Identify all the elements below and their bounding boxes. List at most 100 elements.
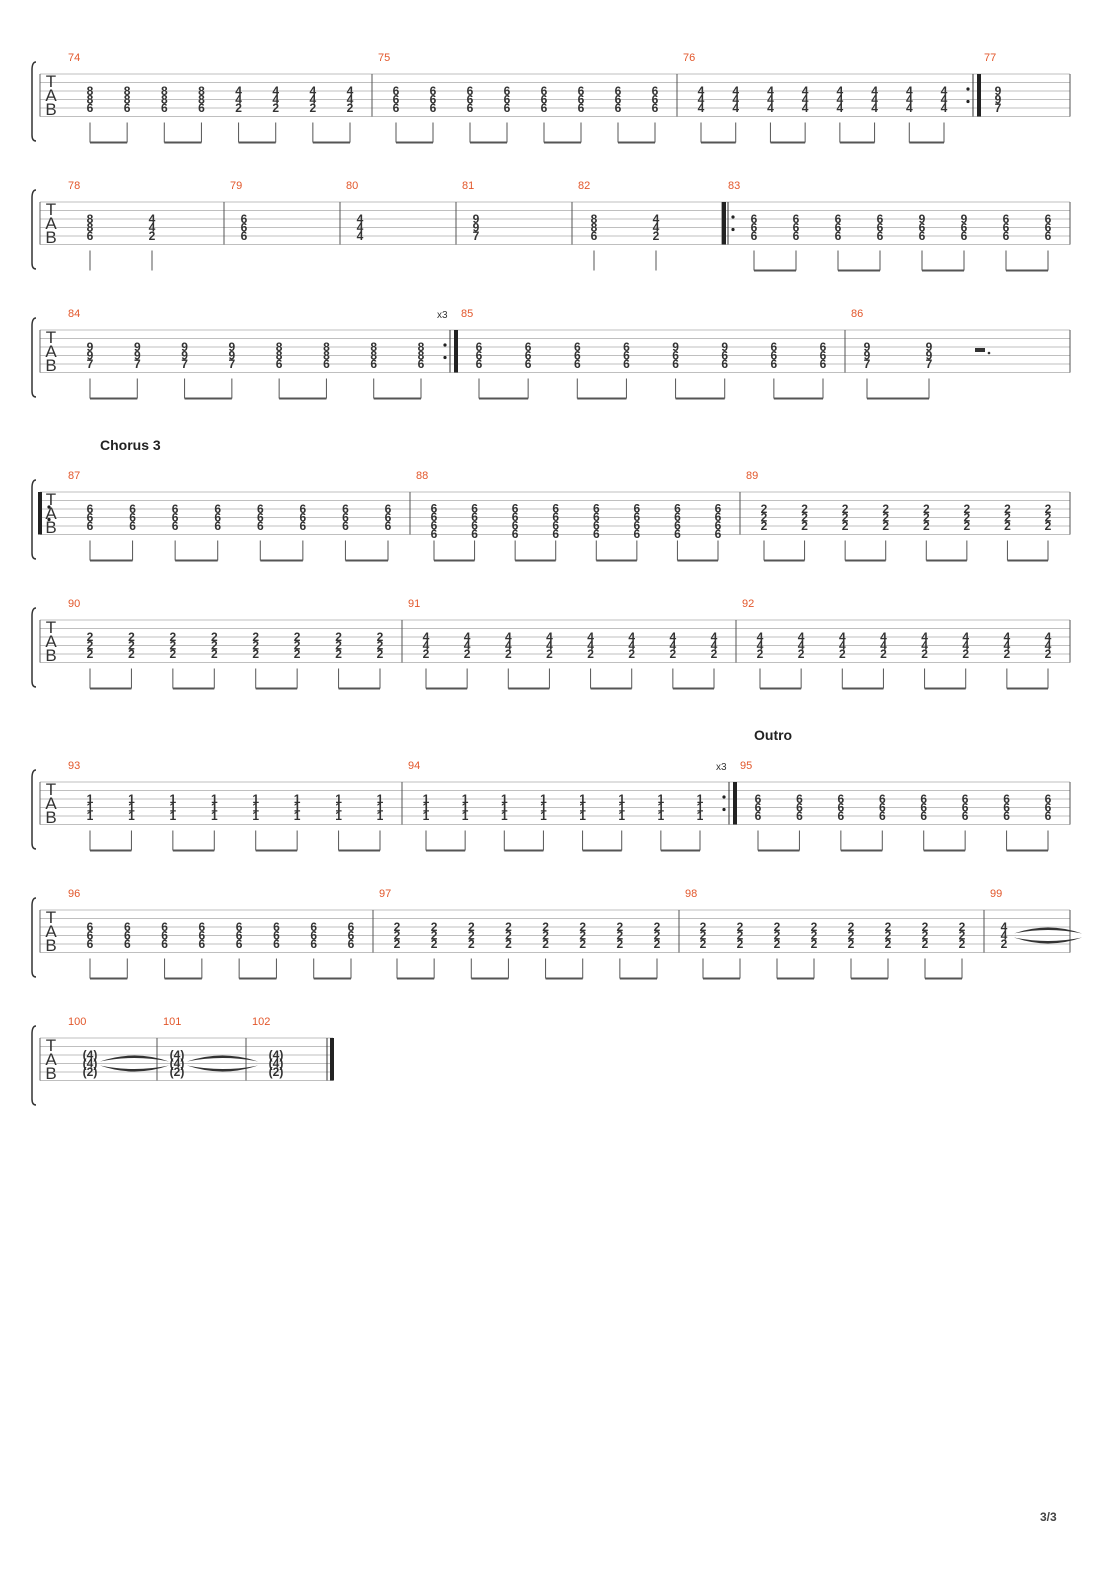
fret-number: 6 [431, 502, 438, 516]
fret-number: 9 [919, 212, 926, 226]
bar-number: 77 [984, 52, 996, 64]
bar-100: 100(4)(4)(2) [68, 1016, 169, 1081]
fret-number: 2 [579, 929, 586, 943]
fret-number: 2 [880, 647, 887, 661]
fret-number: 6 [431, 527, 438, 541]
tab-clef-letter: A [45, 794, 57, 813]
fret-number: 4 [1001, 929, 1008, 943]
fret-number: 2 [1045, 502, 1052, 516]
fret-number: 2 [737, 929, 744, 943]
fret-number: 4 [1045, 639, 1052, 653]
fret-number: 6 [920, 792, 927, 806]
fret-number: (4) [170, 1048, 185, 1062]
fret-number: 4 [653, 221, 660, 235]
fret-number: 6 [652, 84, 659, 98]
fret-number: 2 [774, 937, 781, 951]
bar-number: 97 [379, 888, 391, 900]
fret-number: 2 [252, 647, 259, 661]
fret-number: 6 [793, 212, 800, 226]
bar-number: 79 [230, 180, 242, 192]
fret-number: 4 [670, 630, 677, 644]
fret-number: 6 [755, 809, 762, 823]
fret-number: 2 [431, 937, 438, 951]
fret-number: 9 [181, 340, 188, 354]
fret-number: 4 [628, 639, 635, 653]
fret-number: 9 [134, 340, 141, 354]
fret-number: 6 [1003, 229, 1010, 243]
fret-number: 2 [505, 647, 512, 661]
fret-number: 4 [310, 93, 317, 107]
fret-number: 6 [129, 502, 136, 516]
fret-number: 6 [877, 221, 884, 235]
system-bracket [31, 769, 37, 850]
fret-number: 6 [393, 84, 400, 98]
fret-number: 2 [87, 630, 94, 644]
fret-number: 2 [921, 647, 928, 661]
fret-number: 2 [170, 647, 177, 661]
fret-number: 7 [229, 357, 236, 371]
fret-number: 6 [541, 84, 548, 98]
bar-number: 94 [408, 760, 420, 772]
fret-number: 6 [615, 84, 622, 98]
fret-number: 6 [820, 349, 827, 363]
fret-number: 4 [310, 84, 317, 98]
fret-number: 6 [634, 502, 641, 516]
fret-number: 6 [838, 792, 845, 806]
fret-number: 1 [211, 801, 218, 815]
fret-number: 8 [124, 84, 131, 98]
fret-number: 2 [842, 511, 849, 525]
fret-number: 1 [579, 801, 586, 815]
fret-number: 6 [1003, 792, 1010, 806]
fret-number: 8 [161, 84, 168, 98]
fret-number: 6 [672, 349, 679, 363]
bar-number: 78 [68, 180, 80, 192]
fret-number: 4 [798, 639, 805, 653]
fret-number: 1 [658, 809, 665, 823]
fret-number: 6 [721, 349, 728, 363]
fret-number: 6 [504, 93, 511, 107]
fret-number: 4 [906, 101, 913, 115]
bar-number: 99 [990, 888, 1002, 900]
fret-number: 4 [802, 93, 809, 107]
bar-number: 98 [685, 888, 697, 900]
fret-number: 6 [634, 519, 641, 533]
section-heading: Outro [754, 727, 792, 743]
fret-number: 9 [87, 349, 94, 363]
fret-number: 2 [211, 639, 218, 653]
fret-number: 6 [552, 510, 559, 524]
tab-clef-letter: T [46, 200, 56, 219]
fret-number: 6 [87, 502, 94, 516]
bar-number: 85 [461, 308, 473, 320]
system-bracket [31, 189, 37, 270]
fret-number: 2 [653, 229, 660, 243]
fret-number: 6 [129, 519, 136, 533]
fret-number: 6 [879, 809, 886, 823]
fret-number: 9 [473, 212, 480, 226]
fret-number: 6 [172, 502, 179, 516]
fret-number: 2 [628, 647, 635, 661]
fret-number: 6 [431, 510, 438, 524]
fret-number: 6 [552, 502, 559, 516]
fret-number: 6 [961, 221, 968, 235]
final-barline-thick [330, 1038, 334, 1081]
fret-number: 4 [880, 630, 887, 644]
fret-number: 1 [423, 809, 430, 823]
fret-number: 6 [241, 229, 248, 243]
fret-number: 6 [172, 511, 179, 525]
bar-number: 101 [163, 1016, 181, 1028]
fret-number: 1 [87, 792, 94, 806]
fret-number: 2 [468, 920, 475, 934]
tab-clef-letter: A [45, 922, 57, 941]
fret-number: 6 [87, 519, 94, 533]
bar-number: 95 [740, 760, 752, 772]
half-rest [975, 348, 985, 352]
fret-number: 6 [1045, 229, 1052, 243]
fret-number: 6 [124, 920, 131, 934]
fret-number: 6 [796, 792, 803, 806]
repeat-end-barline [454, 330, 458, 373]
fret-number: 4 [505, 639, 512, 653]
